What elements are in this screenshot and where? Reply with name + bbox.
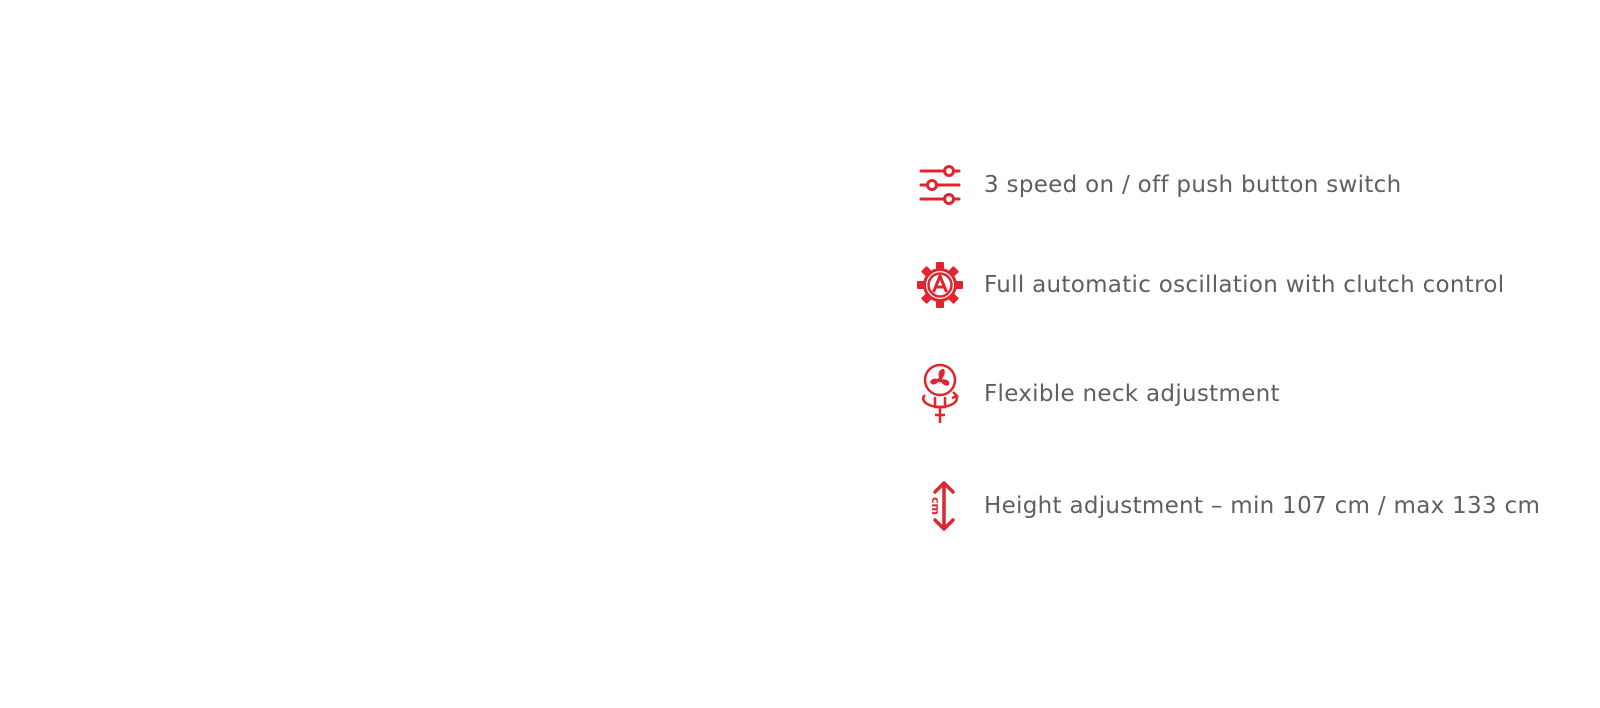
feature-item-speed-switch: 3 speed on / off push button switch xyxy=(915,155,1401,215)
auto-oscillation-gear-icon xyxy=(915,255,965,315)
feature-label: Flexible neck adjustment xyxy=(984,381,1280,407)
feature-item-neck-adjustment: Flexible neck adjustment xyxy=(915,363,1280,424)
height-arrow-icon: cm xyxy=(915,476,965,536)
feature-label: 3 speed on / off push button switch xyxy=(984,172,1402,198)
cm-text: cm xyxy=(929,497,942,515)
sliders-icon xyxy=(915,155,965,215)
fan-rotate-icon xyxy=(915,363,965,424)
feature-label: Height adjustment – min 107 cm / max 133… xyxy=(984,493,1541,519)
feature-label: Full automatic oscillation with clutch c… xyxy=(984,272,1505,298)
feature-item-height-adjustment: cm Height adjustment – min 107 cm / max … xyxy=(915,476,1540,536)
feature-item-oscillation: Full automatic oscillation with clutch c… xyxy=(915,255,1504,315)
